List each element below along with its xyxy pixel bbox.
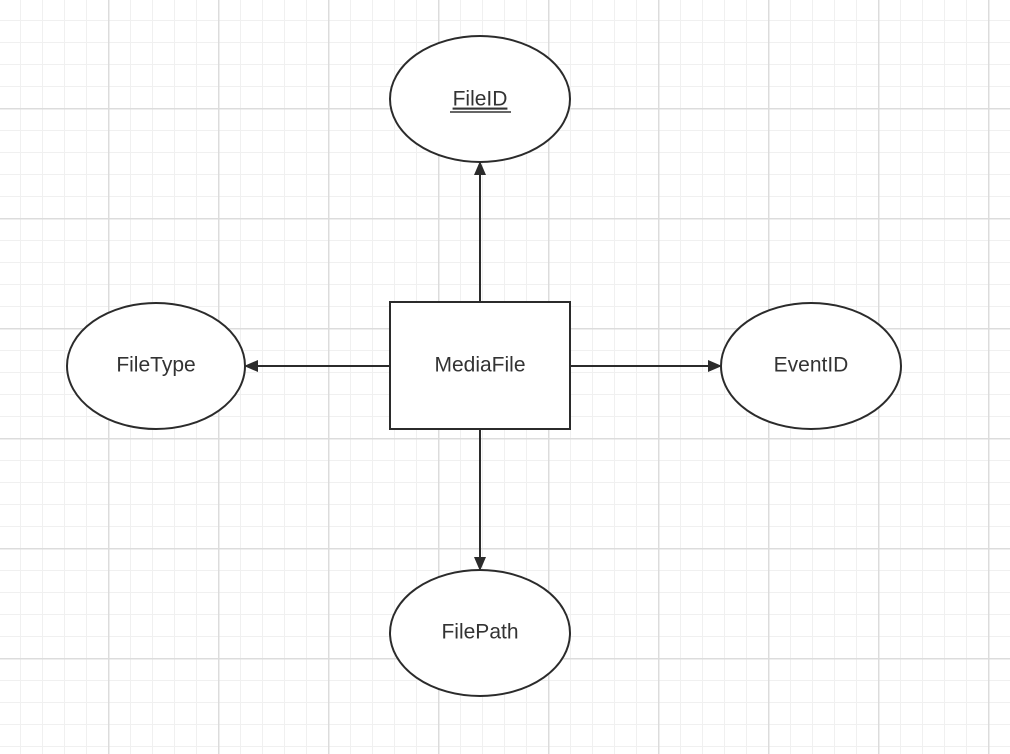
entity-box bbox=[389, 301, 571, 430]
entity-mediafile[interactable]: MediaFile bbox=[389, 301, 571, 430]
attribute-ellipse bbox=[389, 35, 571, 163]
attribute-ellipse bbox=[66, 302, 246, 430]
attribute-filepath[interactable]: FilePath bbox=[389, 569, 571, 697]
attribute-eventid[interactable]: EventID bbox=[720, 302, 902, 430]
attribute-ellipse bbox=[720, 302, 902, 430]
attribute-fileid[interactable]: FileID bbox=[389, 35, 571, 163]
attribute-filetype[interactable]: FileType bbox=[66, 302, 246, 430]
attribute-ellipse bbox=[389, 569, 571, 697]
entity-label: MediaFile bbox=[434, 354, 525, 377]
attribute-label: EventID bbox=[774, 354, 849, 377]
attribute-label-key: FileID bbox=[453, 88, 508, 111]
attribute-label: FilePath bbox=[441, 621, 518, 644]
attribute-label: FileType bbox=[116, 354, 195, 377]
